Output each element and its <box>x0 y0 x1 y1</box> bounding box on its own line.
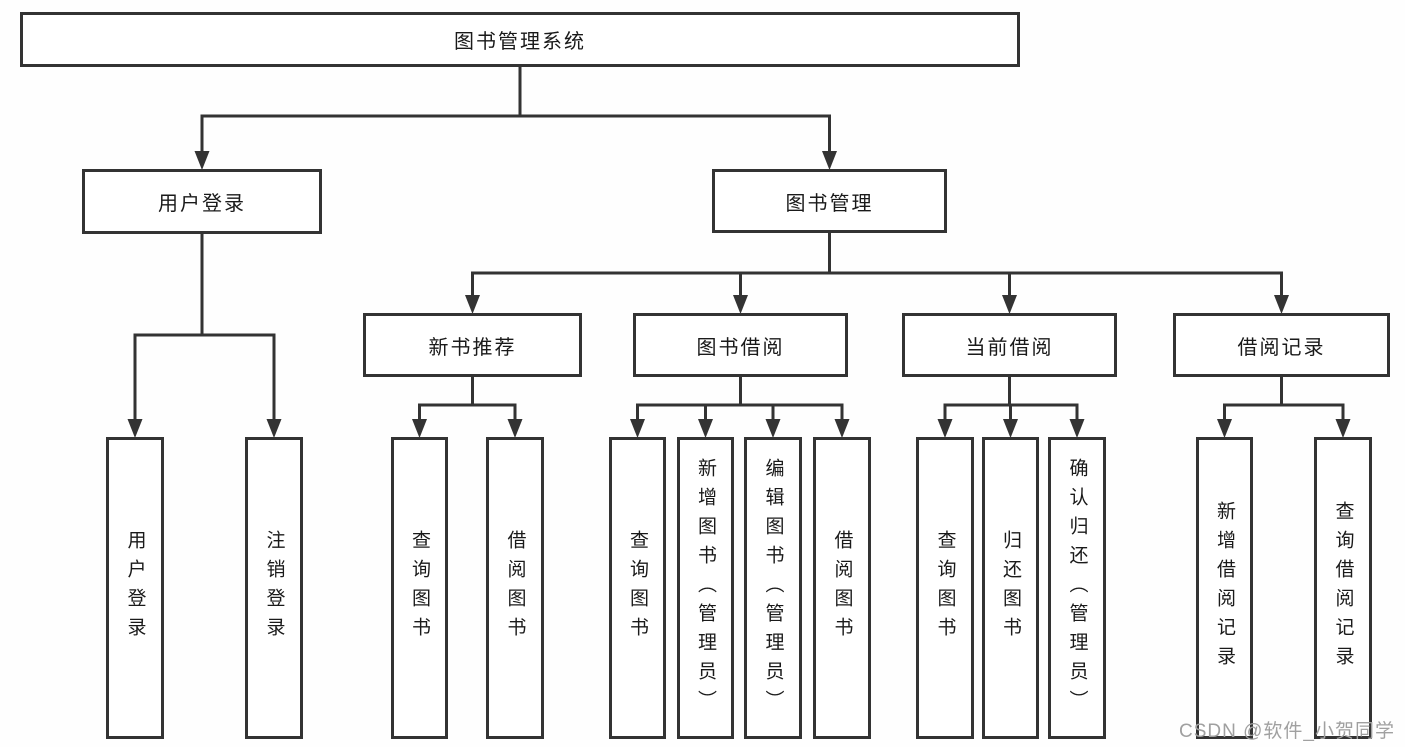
arrowhead-down-icon <box>733 295 748 314</box>
node-book-management: 图书管理 <box>712 169 947 233</box>
csdn-watermark: CSDN @软件_小贺同学 <box>1179 721 1395 742</box>
arrowhead-down-icon <box>412 419 427 438</box>
node-book-borrowing: 图书借阅 <box>633 313 848 377</box>
arrowhead-down-icon <box>937 419 953 438</box>
node-leaf-add-borrow-record: 新增借阅记录 <box>1196 437 1253 739</box>
arrowhead-down-icon <box>1002 295 1017 314</box>
node-leaf-edit-book-admin: 编辑图书（管理员） <box>744 437 802 739</box>
arrowhead-down-icon <box>822 151 837 170</box>
node-borrowing-records: 借阅记录 <box>1173 313 1390 377</box>
arrowhead-down-icon <box>630 419 645 438</box>
node-user-login: 用户登录 <box>82 169 322 234</box>
node-leaf-query-books-recommend: 查询图书 <box>391 437 448 739</box>
arrowhead-down-icon <box>465 295 480 314</box>
node-new-book-recommendation: 新书推荐 <box>363 313 582 377</box>
node-leaf-return-book: 归还图书 <box>982 437 1039 739</box>
node-leaf-confirm-return-admin: 确认归还（管理员） <box>1048 437 1106 739</box>
arrowhead-down-icon <box>127 419 143 438</box>
arrowhead-down-icon <box>194 151 210 170</box>
arrowhead-down-icon <box>834 419 850 438</box>
arrowhead-down-icon <box>266 419 282 438</box>
arrowhead-down-icon <box>1069 419 1085 438</box>
node-leaf-query-borrow-record: 查询借阅记录 <box>1314 437 1372 739</box>
node-leaf-add-book-admin: 新增图书（管理员） <box>677 437 734 739</box>
arrowhead-down-icon <box>1335 419 1351 438</box>
node-current-borrowing: 当前借阅 <box>902 313 1117 377</box>
arrowhead-down-icon <box>1003 419 1018 438</box>
node-leaf-query-books-borrow: 查询图书 <box>609 437 666 739</box>
arrowhead-down-icon <box>507 419 523 438</box>
arrowhead-down-icon <box>1217 419 1232 438</box>
node-leaf-borrow-books-recommend: 借阅图书 <box>486 437 544 739</box>
arrowhead-down-icon <box>698 419 713 438</box>
arrowhead-down-icon <box>765 419 781 438</box>
node-leaf-logout: 注销登录 <box>245 437 303 739</box>
node-leaf-query-books-current: 查询图书 <box>916 437 974 739</box>
arrowhead-down-icon <box>1274 295 1289 314</box>
node-leaf-borrow-books: 借阅图书 <box>813 437 871 739</box>
node-library-management-system: 图书管理系统 <box>20 12 1020 67</box>
node-leaf-user-login: 用户登录 <box>106 437 164 739</box>
